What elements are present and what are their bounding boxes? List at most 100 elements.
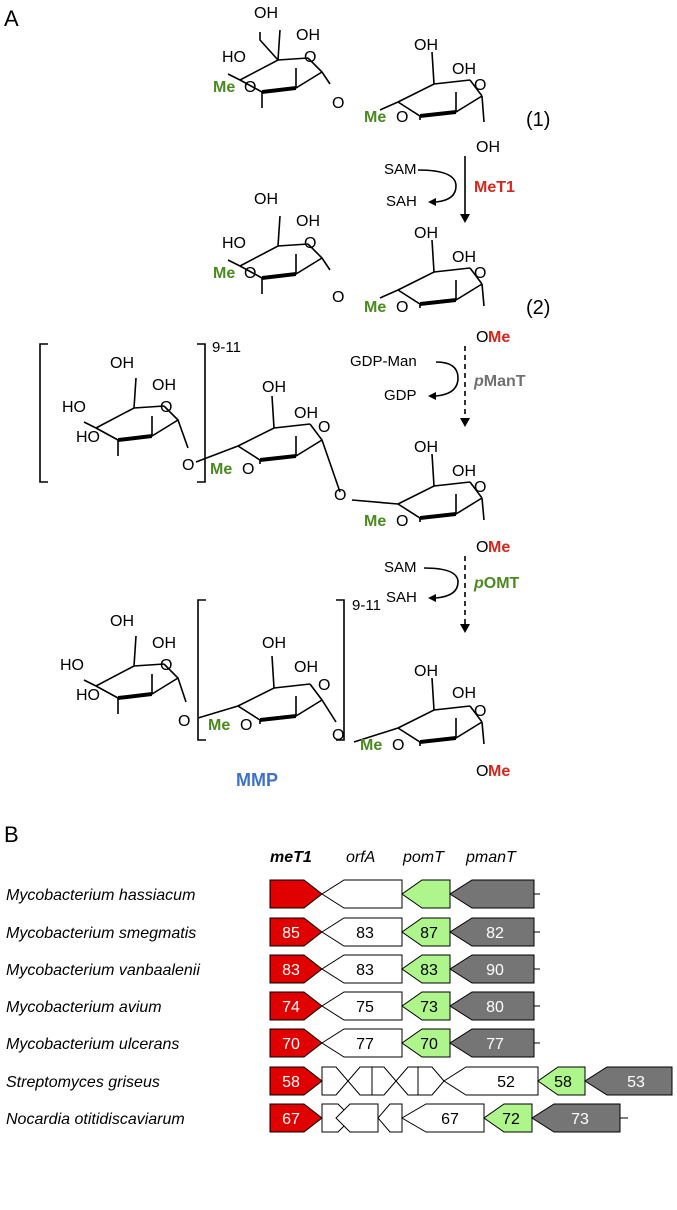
identity-met1: 67 xyxy=(282,1111,300,1128)
identity-orfa: 75 xyxy=(356,999,374,1016)
enzyme-prefix: p xyxy=(473,373,484,390)
oh-label: OH xyxy=(262,635,286,652)
sah-label: SAH xyxy=(386,589,417,606)
compound-2-structure: OH OH HO O Me O O OH OH O Me O O Me (2) xyxy=(213,191,550,346)
orf-gene-arrow xyxy=(347,1066,373,1096)
oh-label: OH xyxy=(452,61,476,78)
identity-orfa: 52 xyxy=(497,1074,515,1091)
met1-gene-arrow xyxy=(269,1103,323,1133)
oh-label: OH xyxy=(414,225,438,242)
orfa-gene-arrow xyxy=(321,879,403,909)
identity-pomt: 87 xyxy=(420,925,438,942)
met1-gene-arrow xyxy=(269,991,323,1021)
orf-gene-arrow xyxy=(417,1066,445,1096)
oh-label: OH xyxy=(296,27,320,44)
panel-b-label: B xyxy=(4,822,19,847)
glycosidic-oxygen: O xyxy=(332,289,344,306)
oh-label: OH xyxy=(152,377,176,394)
pmant-enzyme-label: pManT xyxy=(473,373,526,390)
oh-label: OH xyxy=(414,439,438,456)
identity-pomt: 58 xyxy=(554,1074,572,1091)
identity-pmant: 53 xyxy=(627,1074,645,1091)
gene-headers: meT1 orfA pomT pmanT xyxy=(270,849,517,866)
ho-label: HO xyxy=(76,687,100,704)
organism-name: Streptomyces griseus xyxy=(6,1074,160,1091)
ome-methyl: Me xyxy=(488,539,510,556)
me-label: Me xyxy=(360,737,382,754)
ether-oxygen: O xyxy=(396,109,408,126)
ome-methyl: Me xyxy=(488,329,510,346)
me-label: Me xyxy=(213,79,235,96)
organism-row: Mycobacterium hassiacum xyxy=(6,879,540,909)
oh-label: OH xyxy=(476,139,500,156)
ring-oxygen: O xyxy=(318,677,330,694)
pomt-gene-arrow xyxy=(401,954,451,984)
step2-arrow xyxy=(428,346,470,427)
identity-pomt: 83 xyxy=(420,962,438,979)
ho-label: HO xyxy=(60,657,84,674)
pmant-gene-arrow xyxy=(584,1066,673,1096)
ether-oxygen: O xyxy=(392,737,404,754)
identity-orfa: 67 xyxy=(441,1111,459,1128)
orf-gene-arrow xyxy=(377,1103,403,1133)
orf-gene-arrow xyxy=(395,1066,419,1096)
me-label: Me xyxy=(364,299,386,316)
pmant-gene-arrow xyxy=(449,917,535,947)
organism-name: Mycobacterium ulcerans xyxy=(6,1036,179,1053)
ring-oxygen: O xyxy=(304,49,316,66)
organism-name: Mycobacterium hassiacum xyxy=(6,887,195,904)
oh-label: OH xyxy=(262,379,286,396)
sam-label: SAM xyxy=(384,559,417,576)
pomt-gene-arrow xyxy=(401,917,451,947)
orf-gene-arrow xyxy=(321,1066,349,1096)
oh-label: OH xyxy=(110,355,134,372)
ome-methyl: Me xyxy=(488,763,510,780)
organism-name: Mycobacterium avium xyxy=(6,999,162,1016)
identity-pmant: 90 xyxy=(486,962,504,979)
glycosidic-oxygen: O xyxy=(182,457,194,474)
pmant-gene-arrow xyxy=(531,1103,621,1133)
ring-oxygen: O xyxy=(304,235,316,252)
gene-header-met1: meT1 xyxy=(270,849,312,866)
gene-header-orfa: orfA xyxy=(346,849,375,866)
identity-met1: 85 xyxy=(282,925,300,942)
ether-oxygen: O xyxy=(244,79,256,96)
sah-label: SAH xyxy=(386,193,417,210)
step3-arrow xyxy=(423,556,470,633)
gene-header-pomt: pomT xyxy=(402,849,445,866)
met1-gene-arrow xyxy=(269,1066,323,1096)
glycosidic-oxygen: O xyxy=(334,487,346,504)
ome-oxygen: O xyxy=(476,329,488,346)
pmant-gene-arrow xyxy=(449,954,535,984)
identity-pomt: 70 xyxy=(420,1036,438,1053)
gdp-label: GDP xyxy=(384,387,417,404)
organism-name: Nocardia otitidiscaviarum xyxy=(6,1111,185,1128)
ome-oxygen: O xyxy=(476,539,488,556)
ring-oxygen: O xyxy=(474,77,486,94)
gene-header-pmant: pmanT xyxy=(465,849,517,866)
me-label: Me xyxy=(213,265,235,282)
ether-oxygen: O xyxy=(396,299,408,316)
ho-label: HO xyxy=(222,49,246,66)
ring-oxygen: O xyxy=(318,419,330,436)
oh-label: OH xyxy=(414,663,438,680)
ring-oxygen: O xyxy=(474,703,486,720)
identity-orfa: 83 xyxy=(356,962,374,979)
panel-a-label: A xyxy=(4,6,19,31)
oh-label: OH xyxy=(294,405,318,422)
met1-gene-arrow xyxy=(269,879,323,909)
identity-pomt: 73 xyxy=(420,999,438,1016)
compound-1-structure: OH OH HO O Me O O OH OH O Me O OH (1) xyxy=(213,5,550,156)
pomt-gene-arrow xyxy=(401,1028,451,1058)
glycosidic-oxygen: O xyxy=(178,713,190,730)
met1-enzyme-label: MeT1 xyxy=(474,179,515,196)
ho-label: HO xyxy=(76,429,100,446)
identity-met1: 83 xyxy=(282,962,300,979)
